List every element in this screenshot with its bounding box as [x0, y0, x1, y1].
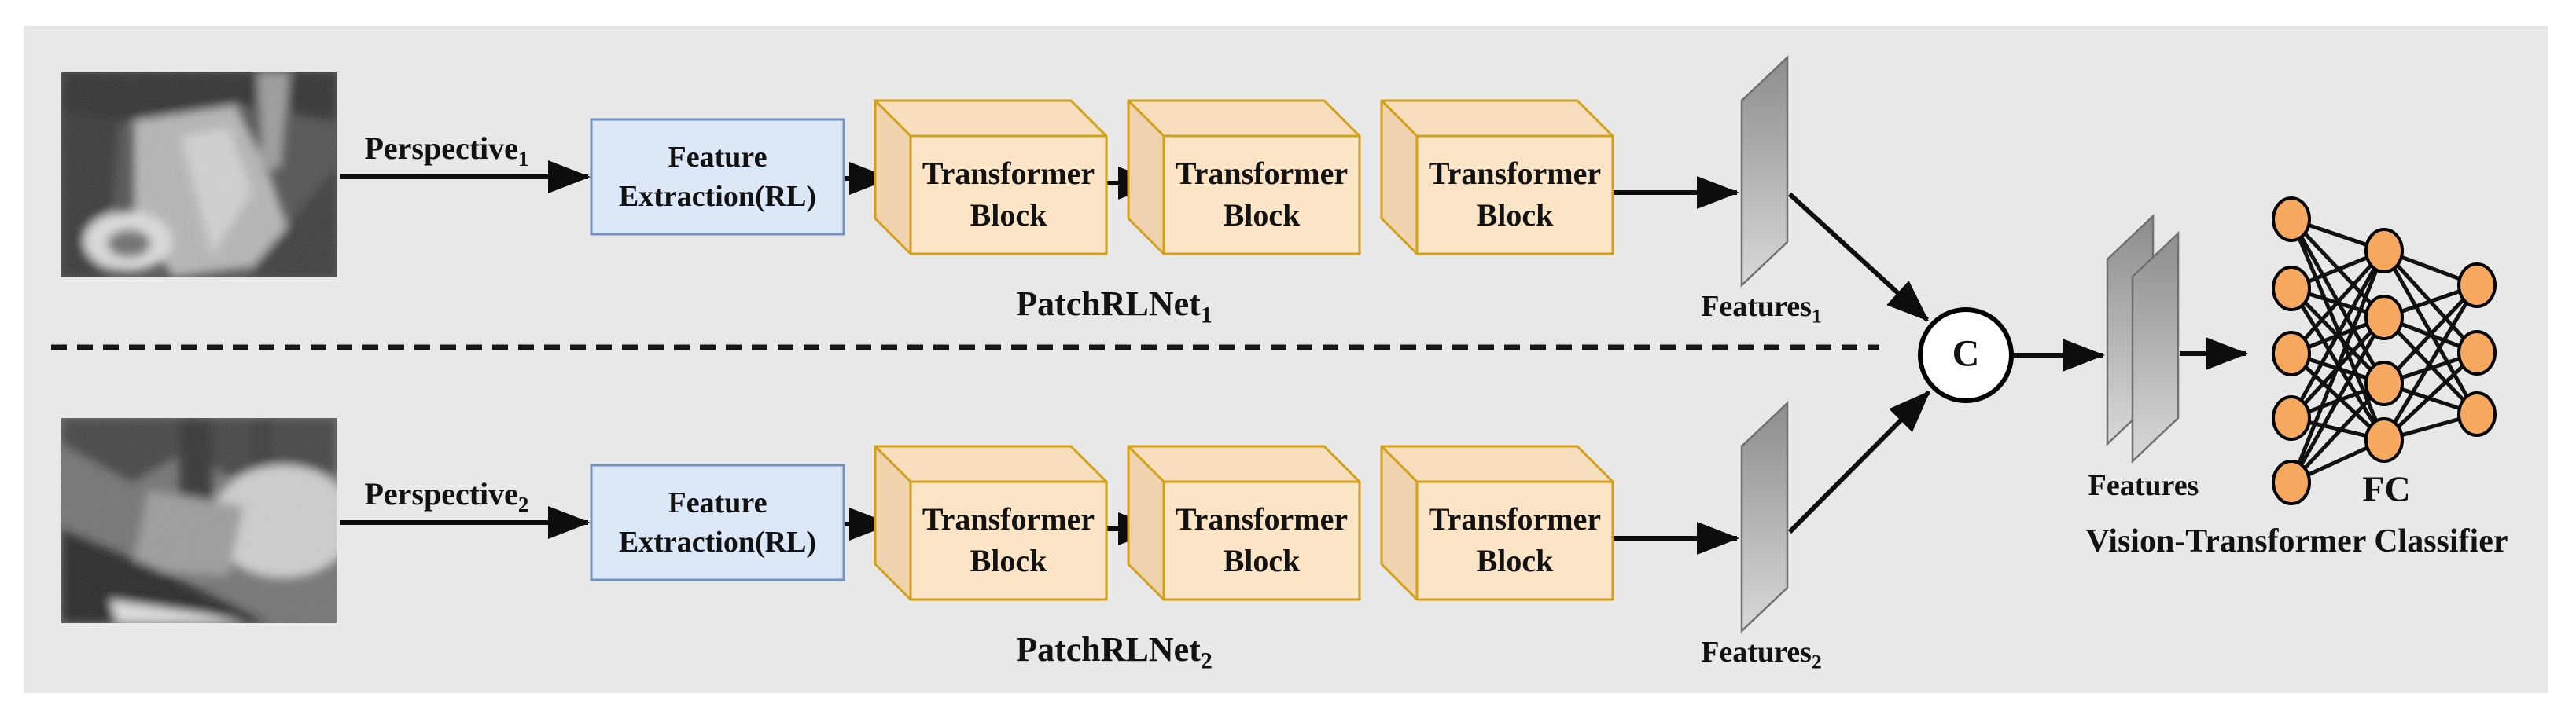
fc-neuron [2364, 228, 2404, 273]
fc-neuron [2272, 196, 2311, 242]
fc-neuron [2457, 330, 2497, 376]
classifier-label: Vision-Transformer Classifier [2085, 523, 2508, 559]
fc-neuron [2272, 395, 2311, 441]
transformer-cube [874, 445, 1108, 601]
patchrlnet-label-2: PatchRLNet2 [1016, 629, 1213, 674]
input-image-1 [61, 72, 337, 277]
fc-neuron [2457, 262, 2497, 308]
feature-extraction-box-1 [590, 118, 845, 236]
transformer-cube [874, 99, 1108, 255]
merged-features-label: Features [2088, 469, 2199, 503]
features-label-2: Features2 [1701, 636, 1822, 673]
perspective-label-2: Perspective2 [364, 476, 529, 516]
concat-node [1918, 307, 2014, 403]
input-image-2 [61, 418, 337, 623]
feature-extraction-label-1: Feature Extraction(RL) [618, 140, 817, 213]
fc-neuron [2364, 295, 2404, 340]
patchrlnet-label-1: PatchRLNet1 [1016, 284, 1213, 328]
transformer-cube [1380, 445, 1614, 601]
features-sheet-2 [1740, 401, 1789, 633]
merged-features-sheets [2106, 214, 2180, 464]
feature-extraction-box-2 [590, 464, 845, 581]
transformer-cube [1127, 445, 1361, 601]
features-label-1: Features1 [1701, 290, 1822, 328]
arrow-features-2-to-concat [1787, 390, 1931, 534]
feature-extraction-label-2: Feature Extraction(RL) [618, 486, 817, 559]
transformer-cube [1127, 99, 1361, 255]
fc-label: FC [2362, 468, 2411, 509]
fc-network [2272, 196, 2497, 505]
perspective-label-1: Perspective1 [364, 130, 529, 171]
fc-neuron [2272, 331, 2311, 376]
fc-neuron [2364, 361, 2404, 406]
fc-neuron [2272, 266, 2311, 311]
concat-label: C [1952, 332, 1980, 375]
fc-neuron [2457, 391, 2497, 437]
fc-neuron [2364, 417, 2404, 463]
fc-neuron [2272, 460, 2311, 505]
features-sheet-1 [1740, 55, 1789, 288]
arrow-features-1-to-concat [1787, 192, 1930, 322]
transformer-cube [1380, 99, 1614, 255]
